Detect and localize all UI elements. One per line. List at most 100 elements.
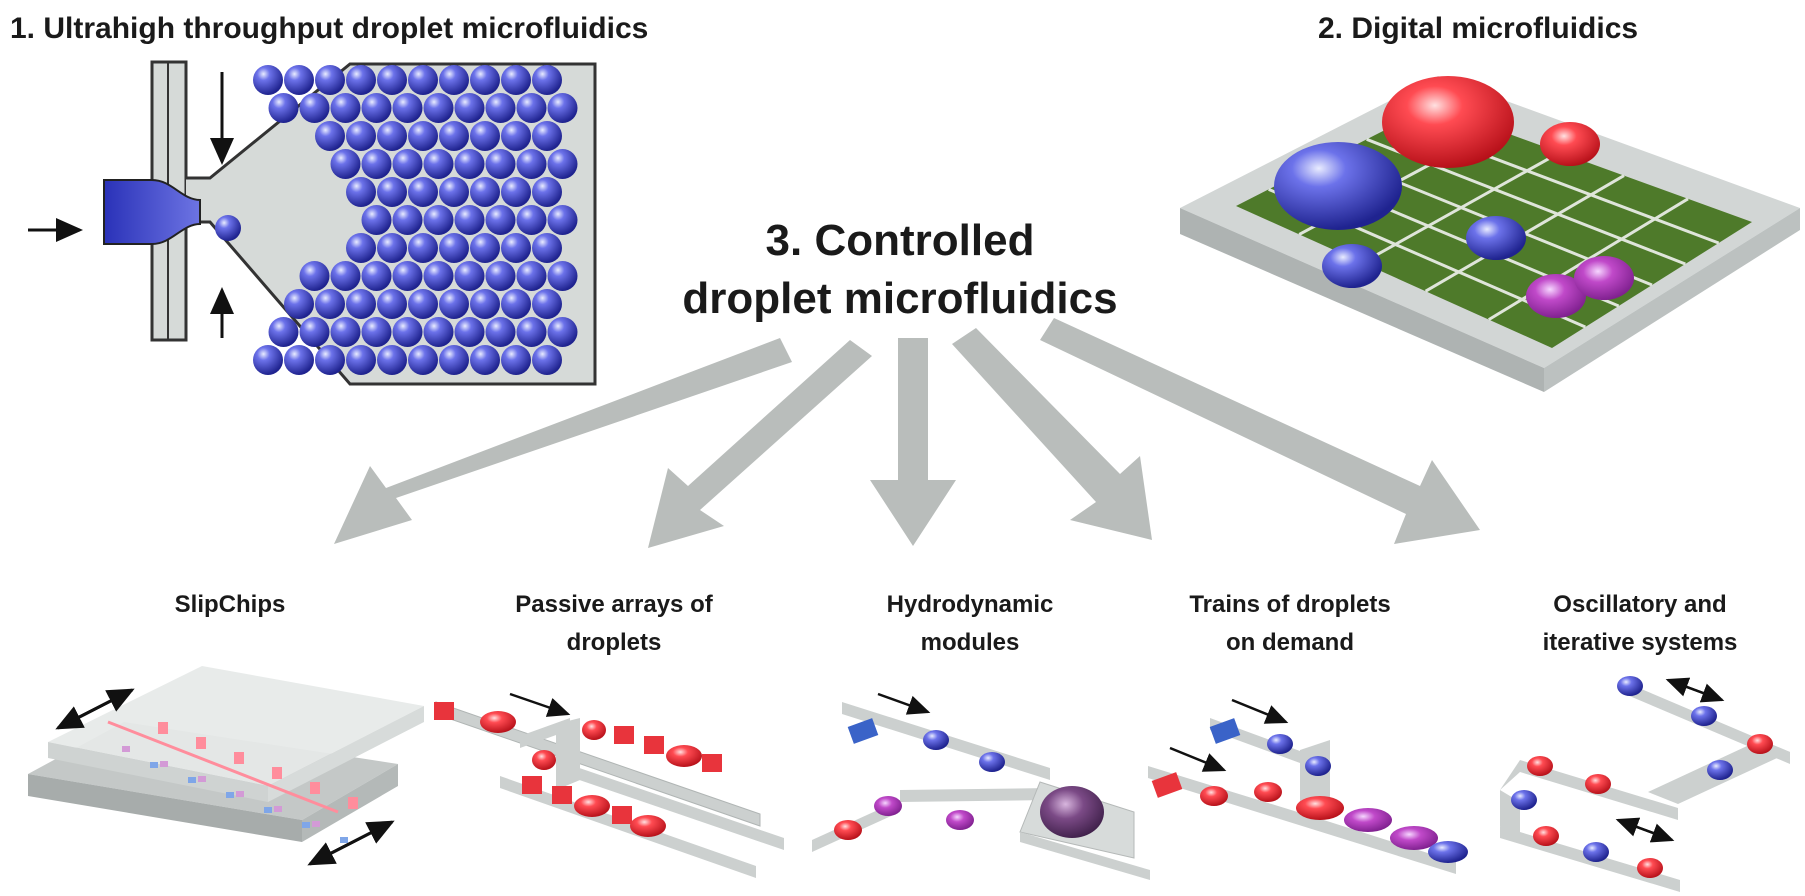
droplet [439, 345, 469, 375]
droplet [423, 317, 454, 347]
droplet [253, 345, 283, 375]
slipchips-illustration [28, 666, 424, 866]
droplet [532, 177, 562, 207]
droplet [516, 317, 547, 347]
passive-arrays-illustration [434, 692, 784, 878]
category-hydrodynamic: Hydrodynamic modules [830, 586, 1110, 662]
droplet [454, 261, 485, 291]
droplet [516, 93, 547, 123]
droplet [330, 149, 361, 179]
droplet [454, 93, 485, 123]
droplet [330, 93, 361, 123]
droplet [392, 149, 423, 179]
category-label: Trains of droplets [1189, 591, 1391, 618]
droplet [439, 121, 469, 151]
droplet [516, 261, 547, 291]
droplet [423, 149, 454, 179]
droplet [470, 121, 500, 151]
droplet [408, 65, 438, 95]
droplet [423, 261, 454, 291]
droplet [408, 289, 438, 319]
droplet [299, 93, 330, 123]
droplet [361, 317, 392, 347]
droplet [485, 149, 516, 179]
droplet [547, 317, 578, 347]
droplet [346, 65, 376, 95]
droplet [408, 345, 438, 375]
droplet [470, 345, 500, 375]
droplet [439, 65, 469, 95]
droplet [284, 65, 314, 95]
category-label: Oscillatory and [1553, 591, 1727, 618]
droplet [485, 317, 516, 347]
droplet [377, 65, 407, 95]
droplet [408, 177, 438, 207]
droplet [315, 65, 345, 95]
droplet [299, 317, 330, 347]
droplet [361, 261, 392, 291]
droplet [485, 261, 516, 291]
digital-microfluidics-chip [1180, 76, 1800, 392]
droplet [501, 65, 531, 95]
droplet [392, 261, 423, 291]
droplet [377, 233, 407, 263]
droplet [377, 177, 407, 207]
droplet [346, 345, 376, 375]
droplet [392, 205, 423, 235]
droplet [501, 289, 531, 319]
droplet [547, 149, 578, 179]
droplet [485, 93, 516, 123]
droplet [392, 93, 423, 123]
droplet [454, 149, 485, 179]
droplet [547, 205, 578, 235]
category-label: modules [920, 629, 1020, 656]
droplet [268, 93, 299, 123]
droplet [346, 177, 376, 207]
category-label: Hydrodynamic [886, 591, 1054, 618]
droplet [454, 205, 485, 235]
droplet [392, 317, 423, 347]
droplet [470, 177, 500, 207]
droplet [501, 345, 531, 375]
droplet [315, 121, 345, 151]
flow-arrow-icon [1231, 698, 1289, 724]
droplet [315, 345, 345, 375]
category-slipchips: SlipChips [90, 586, 370, 624]
category-label: on demand [1225, 629, 1354, 656]
category-trains: Trains of droplets on demand [1150, 586, 1430, 662]
droplet [501, 177, 531, 207]
droplet [377, 289, 407, 319]
droplet [423, 93, 454, 123]
droplet [439, 233, 469, 263]
flow-arrow-icon [877, 692, 931, 715]
flow-focusing-device [28, 60, 597, 386]
droplet [284, 345, 314, 375]
droplet [408, 121, 438, 151]
droplet [470, 233, 500, 263]
trains-illustration [1148, 698, 1468, 874]
droplet [408, 233, 438, 263]
droplet [361, 93, 392, 123]
droplet [454, 317, 485, 347]
section-title-ultrahigh: 1. Ultrahigh throughput droplet microflu… [10, 12, 649, 45]
controlled-line-2: droplet microfluidics [682, 274, 1118, 323]
arrow-to-passive-arrays-icon [648, 340, 872, 548]
branch-arrows [334, 318, 1480, 548]
category-label: iterative systems [1542, 629, 1738, 656]
arrow-to-slipchips-icon [334, 338, 792, 544]
droplet [346, 233, 376, 263]
emulsion-droplets [253, 65, 578, 375]
droplet [361, 205, 392, 235]
droplet [330, 261, 361, 291]
droplet [299, 261, 330, 291]
droplet [485, 205, 516, 235]
droplet [361, 149, 392, 179]
category-label: droplets [566, 629, 662, 656]
droplet [532, 289, 562, 319]
droplet [377, 121, 407, 151]
arrow-to-trains-icon [952, 328, 1152, 540]
droplet [547, 261, 578, 291]
category-label: SlipChips [174, 591, 286, 618]
category-oscillatory: Oscillatory and iterative systems [1500, 586, 1780, 662]
